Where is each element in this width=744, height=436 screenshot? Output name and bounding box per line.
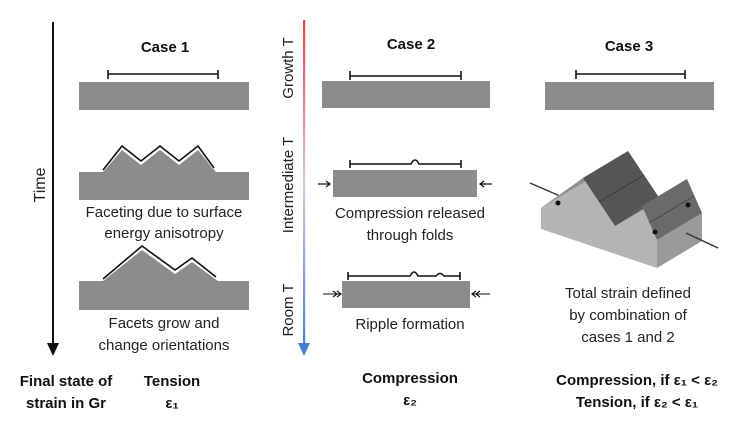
case-1-caption-2-line-1: Facets grow and	[109, 315, 220, 332]
case-3-caption-line-3: cases 1 and 2	[581, 329, 674, 346]
case-1-caption-2-line-2: change orientations	[99, 337, 230, 354]
room-t-label: Room T	[280, 283, 297, 336]
temperature-arrow	[298, 20, 310, 356]
case-2-final-state: Compression	[362, 370, 458, 387]
case-1-flat-graphene	[79, 70, 249, 110]
case-1-final-strain: ε₁	[165, 395, 178, 412]
case-2-caption-1-line-2: through folds	[367, 227, 454, 244]
case-1-caption-1-line-1: Faceting due to surface	[86, 204, 243, 221]
intermediate-t-label: Intermediate T	[280, 137, 297, 233]
case-2-title: Case 2	[387, 36, 435, 53]
double-arrow-left	[323, 290, 342, 298]
case-2-folded-graphene	[318, 159, 492, 197]
case-2-rippled-graphene	[323, 271, 490, 308]
case-3-title: Case 3	[605, 38, 653, 55]
case-1-title: Case 1	[141, 39, 189, 56]
case-3-3d-faceted-block	[529, 151, 719, 268]
case-3-caption-line-1: Total strain defined	[565, 285, 691, 302]
case-2-final-strain: ε₂	[403, 392, 417, 409]
case-3-flat-graphene	[545, 70, 714, 110]
case-1-grown-facets	[79, 244, 249, 310]
case-2-caption-2: Ripple formation	[355, 316, 464, 333]
case-3-final-state-2: Tension, if ε₂ < ε₁	[576, 394, 698, 411]
case-3-caption-line-2: by combination of	[569, 307, 687, 324]
row-label-line-2: strain in Gr	[26, 395, 106, 412]
compression-arrow-left	[318, 180, 331, 188]
case-2-flat-graphene	[322, 71, 490, 108]
row-label-line-1: Final state of	[20, 373, 114, 390]
time-arrow	[47, 22, 59, 356]
case-1-faceted-graphene	[79, 143, 249, 200]
compression-arrow-right	[479, 180, 492, 188]
growth-t-label: Growth T	[280, 37, 297, 98]
case-2-caption-1-line-1: Compression released	[335, 205, 485, 222]
case-1-caption-1-line-2: energy anisotropy	[104, 225, 224, 242]
time-label: Time	[32, 167, 49, 202]
case-3-final-state-1: Compression, if ε₁ < ε₂	[556, 372, 718, 389]
case-1-final-state: Tension	[144, 373, 200, 390]
double-arrow-right	[471, 290, 490, 298]
